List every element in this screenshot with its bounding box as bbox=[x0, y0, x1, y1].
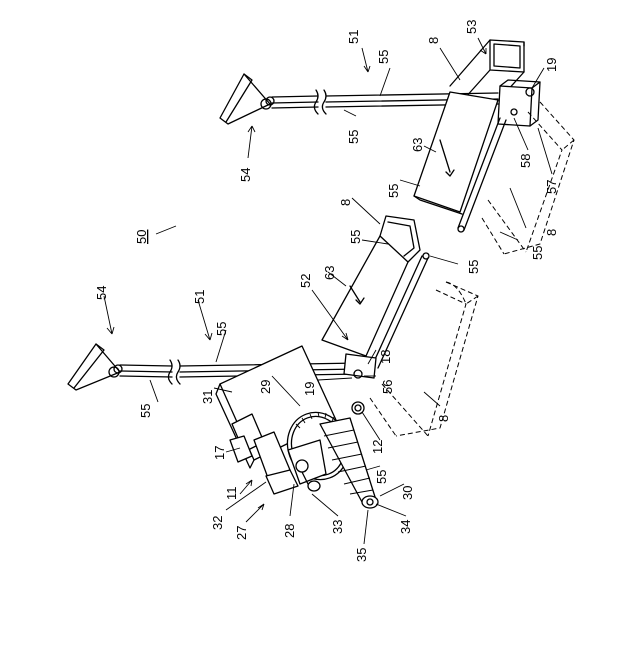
label-53: 53 bbox=[464, 20, 479, 34]
label-51b: 51 bbox=[192, 290, 207, 304]
label-54b: 54 bbox=[94, 286, 109, 300]
label-55g: 55 bbox=[214, 322, 229, 336]
label-27: 27 bbox=[234, 526, 249, 540]
label-11: 11 bbox=[224, 487, 239, 501]
label-32: 32 bbox=[210, 516, 225, 530]
label-30: 30 bbox=[400, 486, 415, 500]
label-8c: 8 bbox=[338, 199, 353, 206]
label-55e: 55 bbox=[348, 230, 363, 244]
label-55d: 55 bbox=[530, 246, 545, 260]
label-55c: 55 bbox=[386, 184, 401, 198]
label-17: 17 bbox=[212, 446, 227, 460]
label-54a: 54 bbox=[238, 168, 253, 182]
label-28: 28 bbox=[282, 524, 297, 538]
label-12: 12 bbox=[370, 440, 385, 454]
label-35: 35 bbox=[354, 548, 369, 562]
label-55f: 55 bbox=[466, 260, 481, 274]
label-55i: 55 bbox=[374, 470, 389, 484]
label-34: 34 bbox=[398, 520, 413, 534]
label-19a: 19 bbox=[544, 58, 559, 72]
label-50: 50 bbox=[134, 230, 149, 244]
label-63a: 63 bbox=[410, 138, 425, 152]
label-51a: 51 bbox=[346, 30, 361, 44]
label-55h: 55 bbox=[138, 404, 153, 418]
label-29: 29 bbox=[258, 380, 273, 394]
label-55a: 55 bbox=[376, 50, 391, 64]
label-63b: 63 bbox=[322, 266, 337, 280]
label-57: 57 bbox=[544, 180, 559, 194]
label-58: 58 bbox=[518, 154, 533, 168]
tray-lower bbox=[322, 216, 429, 378]
label-8d: 8 bbox=[436, 415, 451, 422]
label-8b: 8 bbox=[544, 229, 559, 236]
label-55b: 55 bbox=[346, 130, 361, 144]
handle-upper bbox=[220, 74, 274, 124]
label-52: 52 bbox=[298, 274, 313, 288]
label-18: 18 bbox=[378, 350, 393, 364]
rail-upper bbox=[414, 40, 540, 232]
label-31: 31 bbox=[200, 390, 215, 404]
label-8a: 8 bbox=[426, 37, 441, 44]
handle-lower bbox=[68, 344, 122, 390]
label-33: 33 bbox=[330, 520, 345, 534]
label-19b: 19 bbox=[302, 382, 317, 396]
label-56: 56 bbox=[380, 380, 395, 394]
